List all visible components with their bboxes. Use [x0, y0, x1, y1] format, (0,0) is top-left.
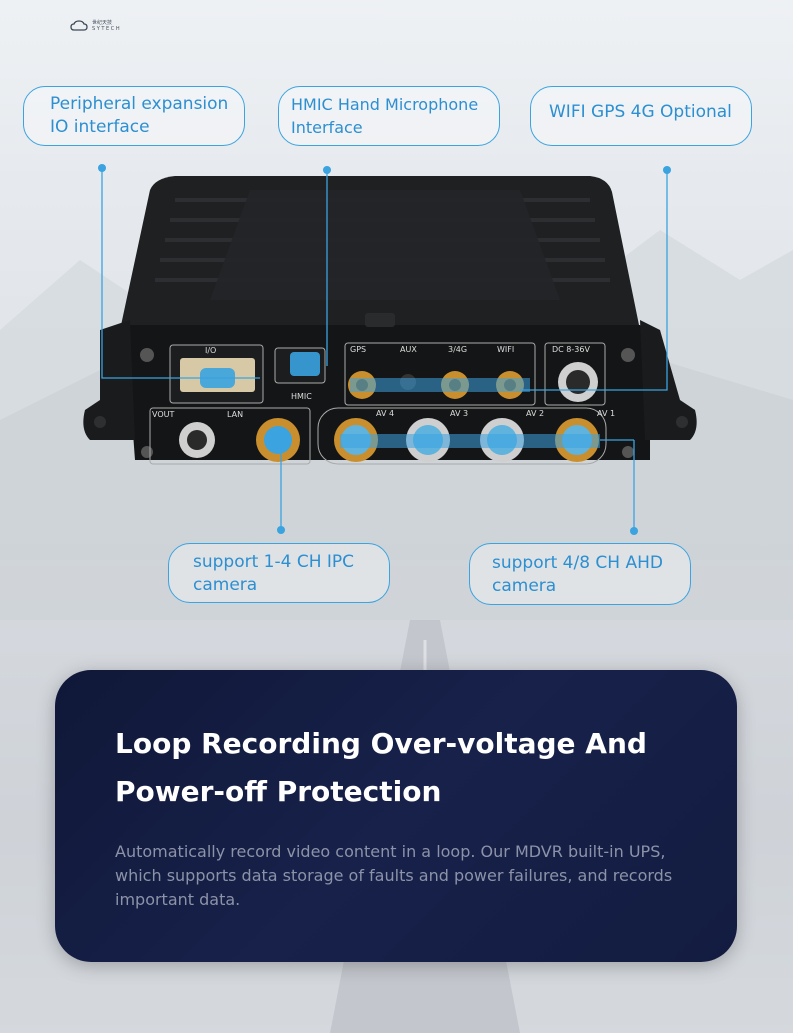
logo-line2: S Y T E C H: [92, 26, 120, 32]
callout-ahd-camera: support 4/8 CH AHD camera: [469, 543, 691, 605]
cloud-logo-icon: [70, 20, 88, 31]
callout-wifi-gps-4g: WIFI GPS 4G Optional: [530, 86, 752, 146]
logo-line1: 世纪天技: [92, 20, 113, 26]
brand-logo: 世纪天技 S Y T E C H: [70, 20, 120, 32]
feature-title: Loop Recording Over-voltage And Power-of…: [115, 727, 647, 808]
feature-description: Automatically record video content in a …: [115, 842, 673, 909]
callout-peripheral-io: Peripheral expansion IO interface: [23, 86, 245, 146]
callout-ipc-camera: support 1-4 CH IPC camera: [168, 543, 390, 603]
callout-hmic: HMIC Hand Microphone Interface: [278, 86, 500, 146]
feature-card: Loop Recording Over-voltage And Power-of…: [55, 670, 737, 962]
